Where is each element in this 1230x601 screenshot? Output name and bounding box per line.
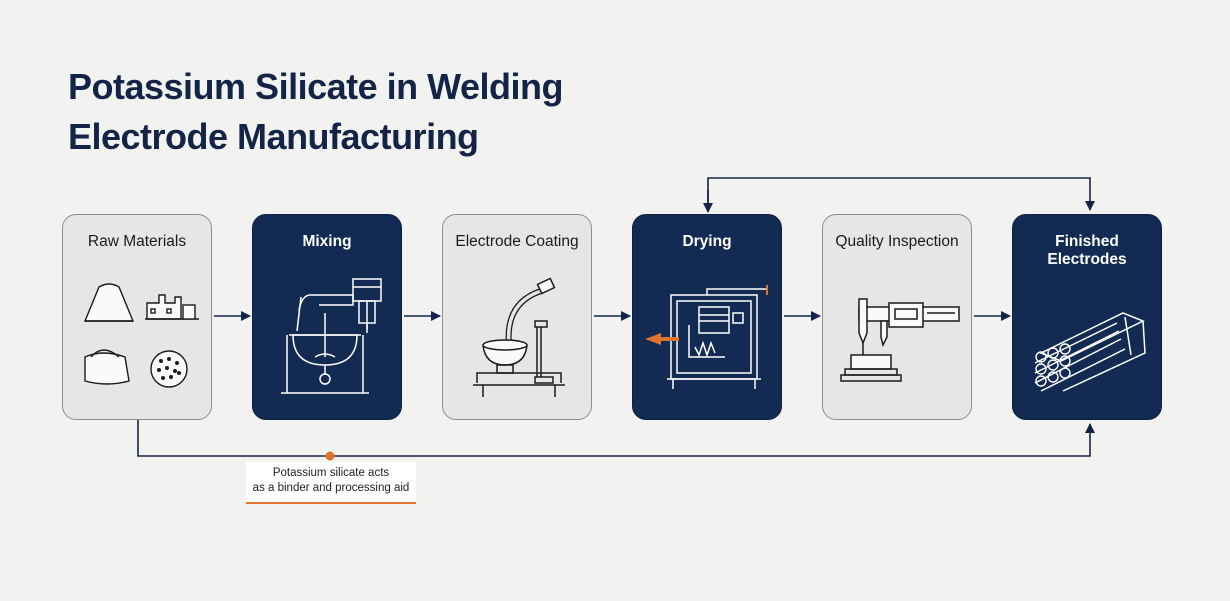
step-quality-inspection: Quality Inspection bbox=[822, 214, 972, 420]
note-line-2: as a binder and processing aid bbox=[252, 482, 410, 494]
step-finished-electrodes: Finished Electrodes bbox=[1012, 214, 1162, 420]
drying-oven-icon bbox=[645, 285, 768, 389]
page-title: Potassium Silicate in Welding Electrode … bbox=[68, 62, 563, 162]
title-line-1: Potassium Silicate in Welding bbox=[68, 66, 563, 107]
caliper-icon bbox=[840, 298, 960, 382]
step-electrode-coating: Electrode Coating bbox=[442, 214, 592, 420]
electrode-bundle-icon bbox=[1034, 312, 1146, 392]
step-label: Mixing bbox=[302, 233, 352, 250]
step-drying: Drying bbox=[632, 214, 782, 420]
mixer-icon bbox=[281, 278, 382, 394]
feedback-loop-top bbox=[707, 177, 1095, 211]
title-line-2: Electrode Manufacturing bbox=[68, 116, 479, 157]
note-line-1: Potassium silicate acts bbox=[272, 467, 390, 479]
binder-note: Potassium silicate acts as a binder and … bbox=[246, 462, 416, 504]
step-label: Finished Electrodes bbox=[1047, 233, 1127, 268]
step-label: Electrode Coating bbox=[455, 233, 579, 250]
raw-materials-icon bbox=[83, 283, 199, 388]
step-label: Drying bbox=[682, 233, 732, 250]
note-anchor-dot bbox=[325, 451, 335, 461]
bypass-line-bottom bbox=[137, 420, 1095, 457]
step-label: Raw Materials bbox=[87, 233, 187, 250]
coating-machine-icon bbox=[473, 277, 565, 397]
step-label: Quality Inspection bbox=[835, 233, 959, 250]
step-mixing: Mixing bbox=[252, 214, 402, 420]
step-raw-materials: Raw Materials bbox=[62, 214, 212, 420]
